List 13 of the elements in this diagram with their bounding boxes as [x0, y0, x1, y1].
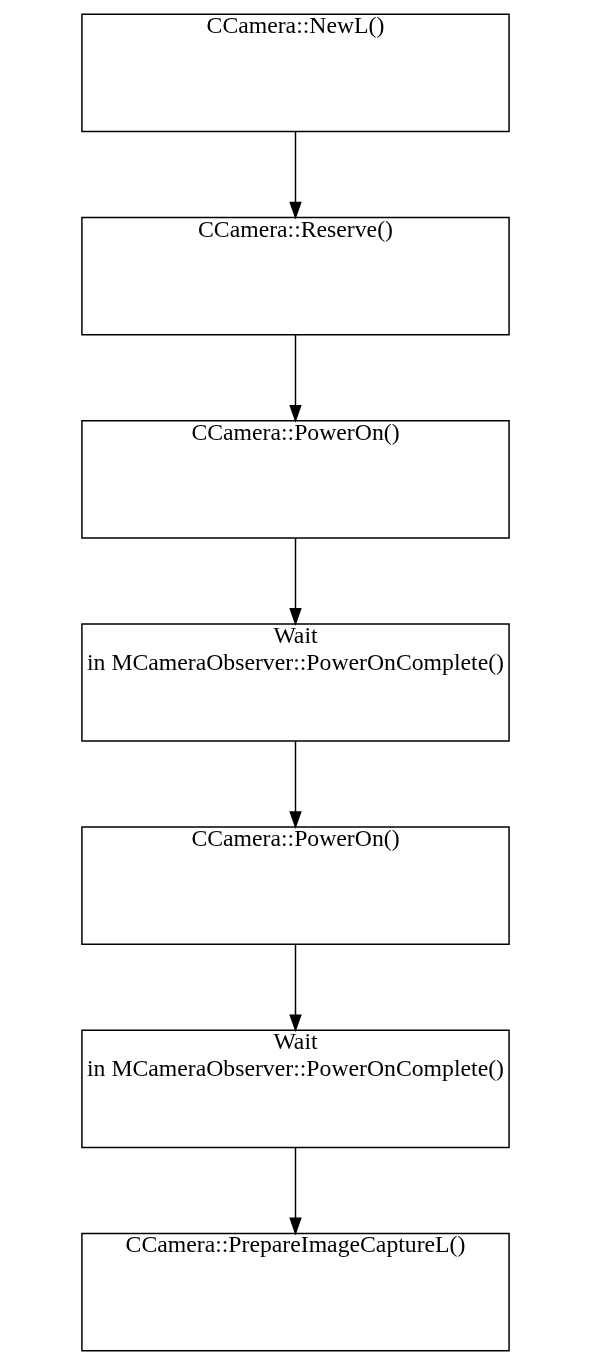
node-box: CCamera::NewL() [81, 13, 510, 133]
node-box: Wait in MCameraObserver::PowerOnComplete() [81, 1029, 510, 1149]
arrow [289, 537, 302, 626]
arrow [289, 131, 302, 220]
arrow [289, 334, 302, 423]
node-box: CCamera::PowerOn() [81, 420, 510, 539]
arrow [289, 943, 302, 1033]
node-box: Wait in MCameraObserver::PowerOnComplete() [81, 623, 510, 742]
arrow [289, 740, 302, 830]
node-box: CCamera::PrepareImageCaptureL() [81, 1232, 510, 1352]
node-box: CCamera::Reserve() [81, 216, 510, 336]
node-box: CCamera::PowerOn() [81, 826, 510, 945]
arrow [289, 1147, 302, 1236]
